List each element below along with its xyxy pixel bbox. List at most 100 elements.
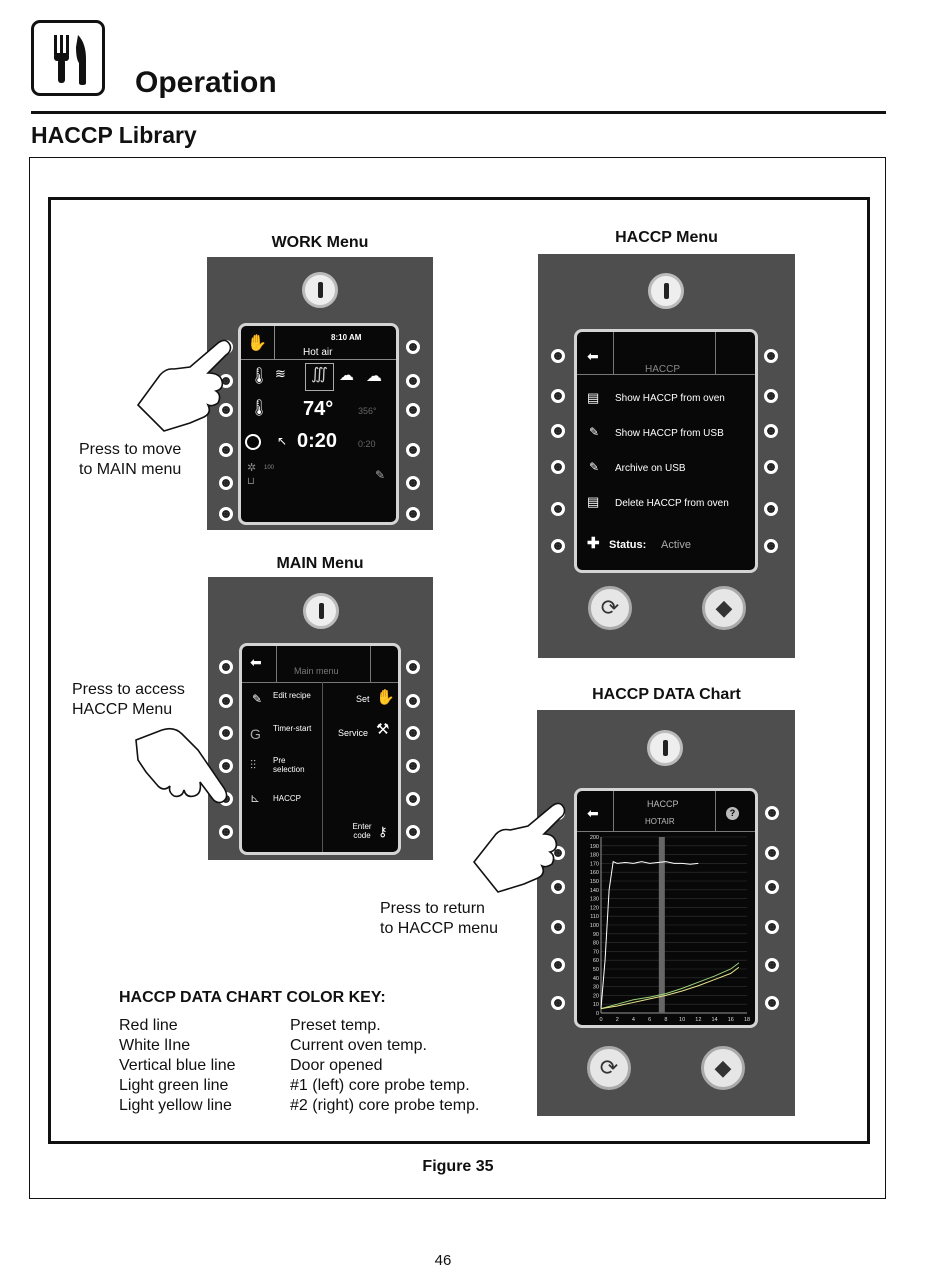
haccp-chart-caption: HACCP DATA Chart — [592, 686, 741, 703]
rack-icon: ⊔ — [247, 476, 255, 487]
color-key-row: Light green line#1 (left) core probe tem… — [119, 1077, 470, 1094]
right-softkey-2[interactable] — [764, 389, 778, 403]
left-softkey-5[interactable] — [551, 958, 565, 972]
menu-archive-usb[interactable]: Archive on USB — [615, 463, 686, 474]
haccp-menu-title: HACCP — [645, 364, 681, 375]
menu-enter-code[interactable]: Enter code — [352, 822, 372, 840]
y-tick-label: 90 — [593, 932, 599, 938]
steam-icon[interactable]: ≋ — [275, 366, 286, 381]
color-key-row: Light yellow line#2 (right) core probe t… — [119, 1097, 480, 1114]
back-arrow-icon[interactable]: ⬅ — [587, 348, 599, 364]
left-softkey-4[interactable] — [551, 920, 565, 934]
left-softkey-4[interactable] — [219, 759, 233, 773]
start-button-icon[interactable]: ◆ — [702, 586, 746, 630]
left-softkey-3[interactable] — [219, 403, 233, 417]
left-softkey-3[interactable] — [551, 880, 565, 894]
left-softkey-5[interactable] — [219, 476, 233, 490]
right-softkey-6[interactable] — [764, 539, 778, 553]
left-softkey-6[interactable] — [219, 825, 233, 839]
right-softkey-1[interactable] — [765, 806, 779, 820]
edit-recipe-icon: ✎ — [252, 692, 263, 706]
thermometer-icon: 🌡 — [249, 400, 270, 417]
menu-haccp[interactable]: HACCP — [273, 794, 302, 803]
left-softkey-1[interactable] — [551, 349, 565, 363]
rotate-knob-icon[interactable]: ⟳ — [587, 1046, 631, 1090]
right-softkey-3[interactable] — [406, 726, 420, 740]
page-title: Operation — [135, 66, 277, 99]
right-softkey-5[interactable] — [406, 476, 420, 490]
y-tick-label: 50 — [593, 967, 599, 973]
power-button[interactable] — [302, 272, 338, 308]
right-softkey-2[interactable] — [406, 694, 420, 708]
combi-icon[interactable]: ☁ — [339, 367, 354, 384]
right-softkey-4[interactable] — [764, 460, 778, 474]
left-softkey-3[interactable] — [551, 424, 565, 438]
left-softkey-3[interactable] — [219, 726, 233, 740]
y-tick-label: 130 — [590, 897, 599, 903]
cloud-icon[interactable]: ☁ — [366, 368, 382, 385]
back-arrow-icon[interactable]: ⬅ — [587, 805, 599, 821]
left-softkey-2[interactable] — [551, 389, 565, 403]
right-softkey-4[interactable] — [406, 759, 420, 773]
menu-delete-haccp-oven[interactable]: Delete HACCP from oven — [615, 498, 729, 509]
back-arrow-icon[interactable]: ⬅ — [250, 654, 262, 670]
y-tick-label: 0 — [596, 1011, 599, 1017]
right-softkey-4[interactable] — [765, 920, 779, 934]
y-tick-label: 170 — [590, 861, 599, 867]
left-softkey-6[interactable] — [219, 507, 233, 521]
left-softkey-2[interactable] — [219, 694, 233, 708]
left-softkey-1[interactable] — [219, 660, 233, 674]
status-label: Status: — [609, 539, 647, 551]
menu-set[interactable]: Set — [356, 694, 370, 704]
right-softkey-5[interactable] — [765, 958, 779, 972]
right-softkey-2[interactable] — [765, 846, 779, 860]
menu-service[interactable]: Service — [338, 728, 369, 738]
power-button[interactable] — [648, 273, 684, 309]
left-softkey-4[interactable] — [219, 443, 233, 457]
press-main-note: Press to move to MAIN menu — [79, 441, 182, 478]
left-softkey-6[interactable] — [551, 539, 565, 553]
haccp-menu-caption: HACCP Menu — [615, 229, 718, 246]
press-haccp-note: Press to access HACCP Menu — [72, 681, 185, 718]
set-temp: 356° — [358, 406, 377, 416]
menu-show-haccp-usb[interactable]: Show HACCP from USB — [615, 428, 724, 439]
help-icon[interactable]: ? — [726, 807, 739, 820]
status-plus-icon: ✚ — [587, 535, 600, 552]
header-rule — [31, 111, 886, 114]
power-button[interactable] — [303, 593, 339, 629]
right-softkey-1[interactable] — [764, 349, 778, 363]
pre-selection-icon: ⫶⫶ — [250, 758, 257, 772]
power-button[interactable] — [647, 730, 683, 766]
menu-timer-start[interactable]: Timer-start — [273, 724, 312, 733]
right-softkey-5[interactable] — [406, 792, 420, 806]
chart-title: HACCP — [647, 799, 679, 809]
right-softkey-4[interactable] — [406, 443, 420, 457]
right-softkey-1[interactable] — [406, 340, 420, 354]
oven-icon: ▤ — [587, 390, 600, 405]
pointing-hand-icon — [136, 339, 232, 432]
right-softkey-3[interactable] — [765, 880, 779, 894]
right-softkey-2[interactable] — [406, 374, 420, 388]
menu-show-haccp-oven[interactable]: Show HACCP from oven — [615, 393, 725, 404]
series-line-2 — [600, 966, 740, 1010]
y-tick-label: 80 — [593, 941, 599, 947]
start-button-icon[interactable]: ◆ — [701, 1046, 745, 1090]
clock: 8:10 AM — [331, 333, 362, 342]
right-softkey-6[interactable] — [765, 996, 779, 1010]
left-softkey-5[interactable] — [551, 502, 565, 516]
left-softkey-4[interactable] — [551, 460, 565, 474]
haccp-chart-icon: ⊾ — [250, 791, 261, 805]
right-softkey-3[interactable] — [764, 424, 778, 438]
right-softkey-1[interactable] — [406, 660, 420, 674]
x-tick-label: 4 — [632, 1017, 635, 1023]
menu-edit-recipe[interactable]: Edit recipe — [273, 691, 311, 700]
left-softkey-6[interactable] — [551, 996, 565, 1010]
hot-air-icon[interactable]: ∭ — [305, 363, 334, 391]
menu-pre-selection[interactable]: Pre selection — [273, 756, 305, 774]
right-softkey-3[interactable] — [406, 403, 420, 417]
right-softkey-6[interactable] — [406, 507, 420, 521]
right-softkey-5[interactable] — [764, 502, 778, 516]
right-softkey-6[interactable] — [406, 825, 420, 839]
rotate-knob-icon[interactable]: ⟳ — [588, 586, 632, 630]
